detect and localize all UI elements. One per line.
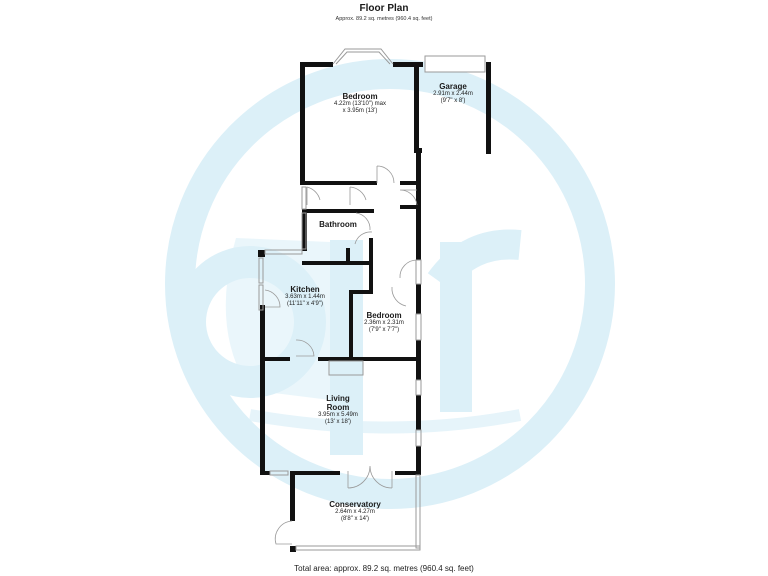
watermark-logo-icon: [165, 59, 615, 509]
windows: [258, 48, 486, 551]
approx-area-subtitle: Approx. 89.2 sq. metres (960.4 sq. feet): [335, 16, 433, 22]
room-label-kitchen: Kitchen 3.63m x 1.44m (11'11" x 4'9"): [285, 285, 325, 307]
room-label-garage: Garage 2.91m x 2.44m (9'7" x 8'): [433, 82, 473, 104]
walls: [258, 62, 491, 552]
doors: [264, 165, 418, 545]
room-label-bedroom-2: Bedroom 2.36m x 2.31m (7'9" x 7'7"): [364, 311, 404, 333]
room-label-conservatory: Conservatory 2.64m x 4.27m (8'8" x 14'): [329, 500, 381, 522]
room-label-living-room: Living Room 3.95m x 5.49m (13' x 18'): [318, 394, 358, 425]
plan-header: Floor Plan Approx. 89.2 sq. metres (960.…: [0, 3, 768, 23]
total-area-footer: Total area: approx. 89.2 sq. metres (960…: [294, 564, 474, 573]
page-title: Floor Plan: [359, 3, 409, 14]
room-label-bathroom: Bathroom: [319, 220, 357, 229]
room-label-bedroom-1: Bedroom 4.22m (13'10") max x 3.95m (13'): [334, 92, 386, 114]
